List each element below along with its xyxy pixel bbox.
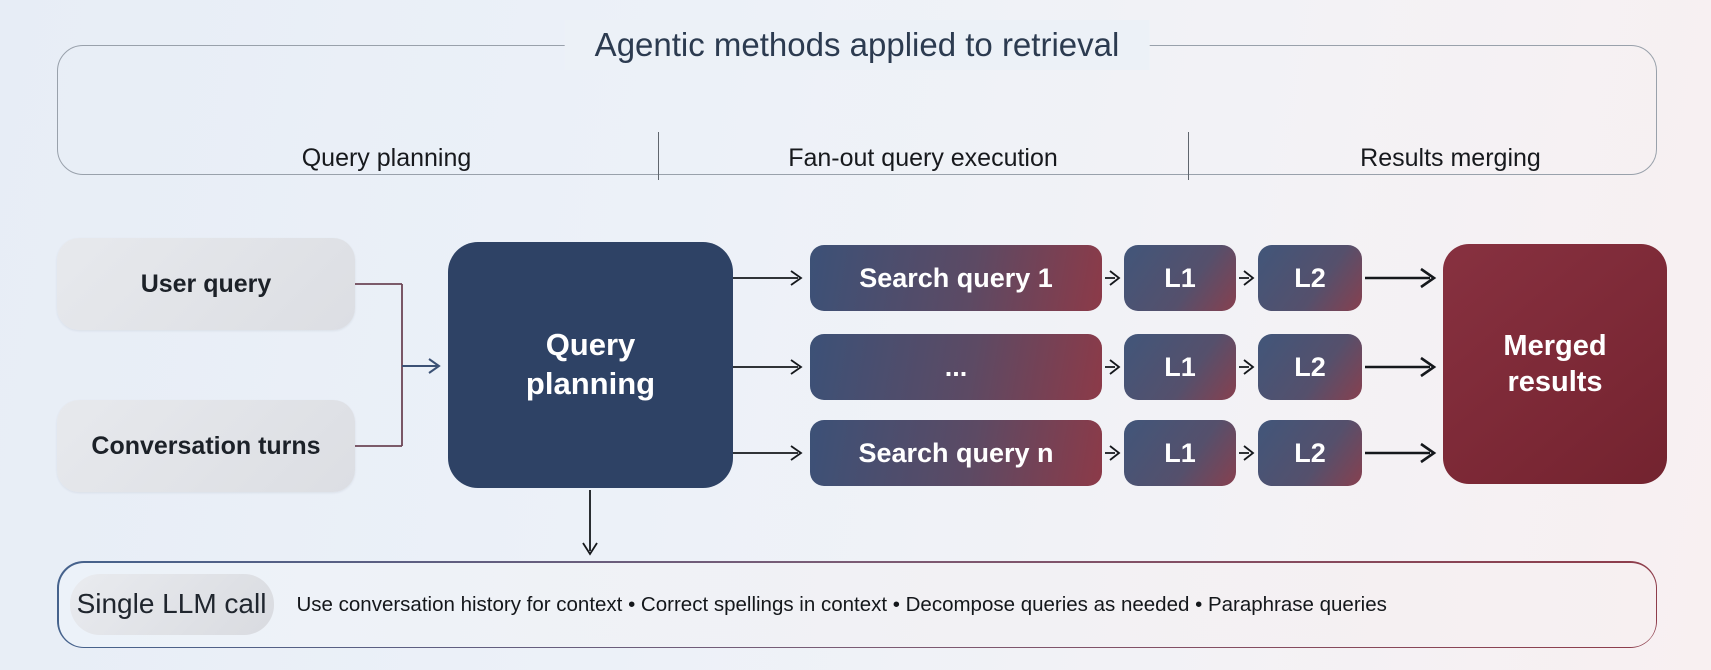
column-divider [658, 132, 659, 180]
node-user-query: User query [57, 238, 355, 330]
agentic-methods-frame: Agentic methods applied to retrieval Que… [57, 20, 1657, 180]
node-l1-row1: L1 [1124, 245, 1236, 311]
arrow-inputs-to-planner [402, 358, 441, 374]
column-label-fanout-execution: Fan-out query execution [788, 144, 1058, 172]
node-l2-row3-label: L2 [1294, 437, 1326, 468]
node-l1-row3-label: L1 [1164, 437, 1196, 468]
arrow-planner-to-row2 [733, 359, 803, 375]
column-divider [1188, 132, 1189, 180]
node-l2-row2-label: L2 [1294, 351, 1326, 382]
arrow-row1-to-merged [1365, 267, 1437, 289]
node-search-query-1: Search query 1 [810, 245, 1102, 311]
node-query-planning-label: Query planning [525, 327, 656, 401]
node-l1-row2-label: L1 [1164, 351, 1196, 382]
node-conversation-turns-label: Conversation turns [91, 431, 321, 460]
single-llm-call-frame-inner: Single LLM call Use conversation history… [58, 562, 1656, 647]
diagram-title: Agentic methods applied to retrieval [564, 20, 1150, 70]
node-l1-row2: L1 [1124, 334, 1236, 400]
node-search-query-n: Search query n [810, 420, 1102, 486]
inputs-merge-bracket [355, 283, 403, 447]
node-l1-row3: L1 [1124, 420, 1236, 486]
arrow-row2-to-merged [1365, 356, 1437, 378]
node-search-query-ellipsis-label: ... [944, 351, 968, 382]
node-merged-results: Merged results [1443, 244, 1667, 484]
arrow-planner-to-row1 [733, 270, 803, 286]
column-label-query-planning: Query planning [301, 144, 472, 172]
node-merged-results-label: Merged results [1503, 329, 1607, 398]
node-l1-row1-label: L1 [1164, 262, 1196, 293]
node-user-query-label: User query [140, 269, 272, 298]
node-conversation-turns: Conversation turns [57, 400, 355, 492]
node-l2-row1-label: L2 [1294, 262, 1326, 293]
node-l2-row3: L2 [1258, 420, 1362, 486]
node-search-query-n-label: Search query n [858, 437, 1054, 468]
arrow-planner-to-footer [582, 490, 598, 556]
llm-call-notes: Use conversation history for context • C… [296, 592, 1387, 616]
node-query-planning: Query planning [448, 242, 733, 488]
node-search-query-ellipsis: ... [810, 334, 1102, 400]
node-search-query-1-label: Search query 1 [859, 262, 1053, 293]
node-l2-row2: L2 [1258, 334, 1362, 400]
single-llm-call-badge: Single LLM call [69, 573, 274, 635]
arrow-planner-to-row3 [733, 445, 803, 461]
arrow-row3-to-merged [1365, 442, 1437, 464]
node-l2-row1: L2 [1258, 245, 1362, 311]
single-llm-call-frame: Single LLM call Use conversation history… [57, 561, 1657, 648]
column-label-results-merging: Results merging [1360, 144, 1541, 172]
